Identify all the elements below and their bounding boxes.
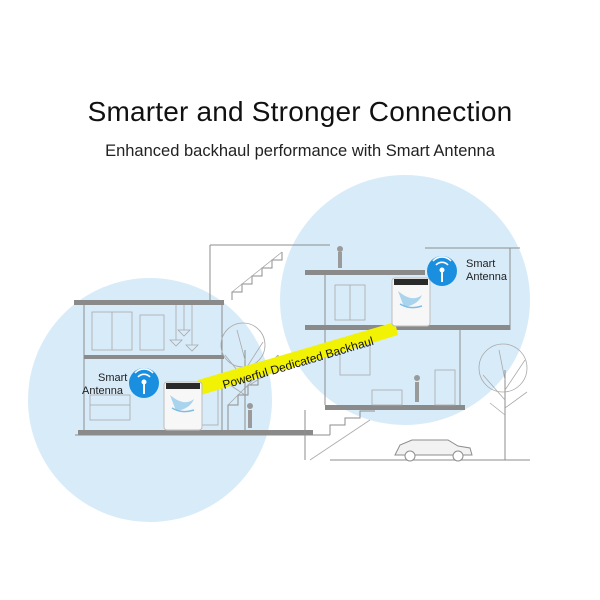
wifi-antenna-icon bbox=[129, 368, 159, 398]
right-antenna-label-line2: Antenna bbox=[466, 271, 508, 283]
mesh-router-icon bbox=[163, 381, 203, 431]
left-antenna-label-line2: Antenna bbox=[82, 385, 124, 397]
car-icon bbox=[394, 439, 473, 462]
mesh-router-icon bbox=[391, 277, 431, 327]
right-antenna-label-line1: Smart bbox=[466, 258, 495, 270]
left-coverage-circle bbox=[28, 278, 272, 522]
left-antenna-label-line1: Smart bbox=[98, 372, 127, 384]
house-structure bbox=[74, 244, 530, 461]
wifi-antenna-icon bbox=[427, 256, 457, 286]
tree-icon bbox=[478, 343, 528, 460]
page-title: Smarter and Stronger Connection bbox=[87, 96, 513, 127]
page-subtitle: Enhanced backhaul performance with Smart… bbox=[105, 142, 495, 160]
person-figures bbox=[247, 246, 420, 428]
